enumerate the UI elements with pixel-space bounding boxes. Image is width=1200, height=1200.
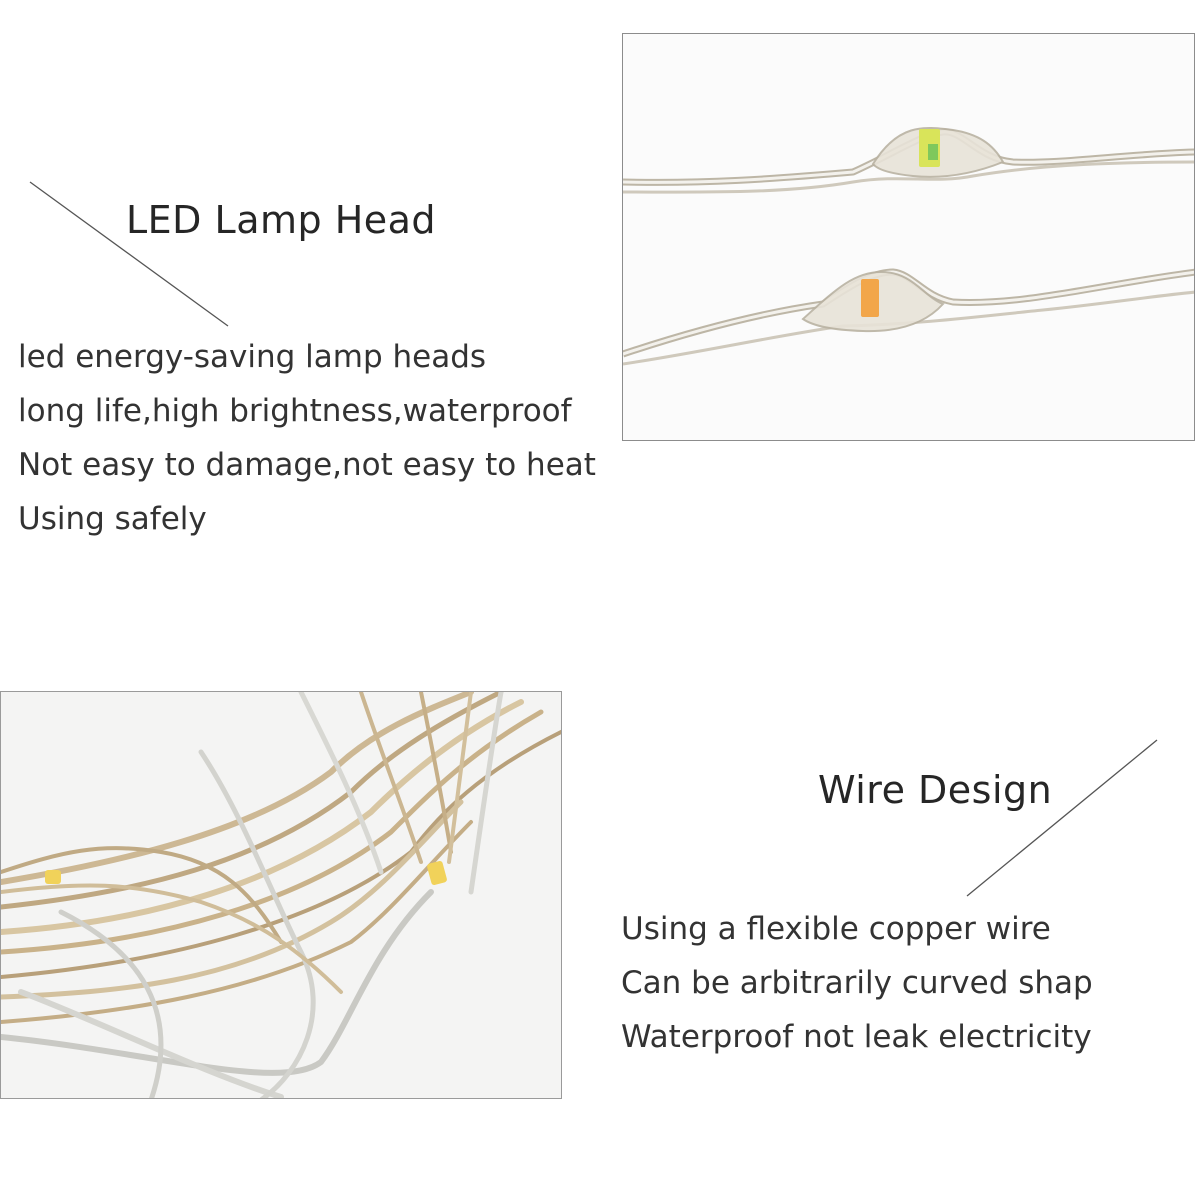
lamp-head-feature-list: led energy-saving lamp heads long life,h…: [18, 330, 596, 546]
led-lamp-head-photo: [622, 33, 1195, 441]
list-item: Waterproof not leak electricity: [621, 1019, 1092, 1055]
list-item: Not easy to damage,not easy to heat: [18, 447, 596, 483]
wire-design-heading: Wire Design: [818, 768, 1053, 812]
list-item: Using safely: [18, 501, 207, 537]
led-chip-warm-left: [45, 870, 61, 884]
copper-wire-bundle-photo: [0, 691, 562, 1099]
led-chip-orange: [861, 279, 879, 317]
list-item: Can be arbitrarily curved shap: [621, 965, 1093, 1001]
lamp-head-heading: LED Lamp Head: [126, 198, 437, 242]
list-item: led energy-saving lamp heads: [18, 339, 487, 375]
list-item: Using a flexible copper wire: [621, 911, 1051, 947]
list-item: long life,high brightness,waterproof: [18, 393, 572, 429]
wire-design-feature-list: Using a flexible copper wire Can be arbi…: [621, 902, 1093, 1064]
led-chip-warm-right: [427, 860, 447, 886]
